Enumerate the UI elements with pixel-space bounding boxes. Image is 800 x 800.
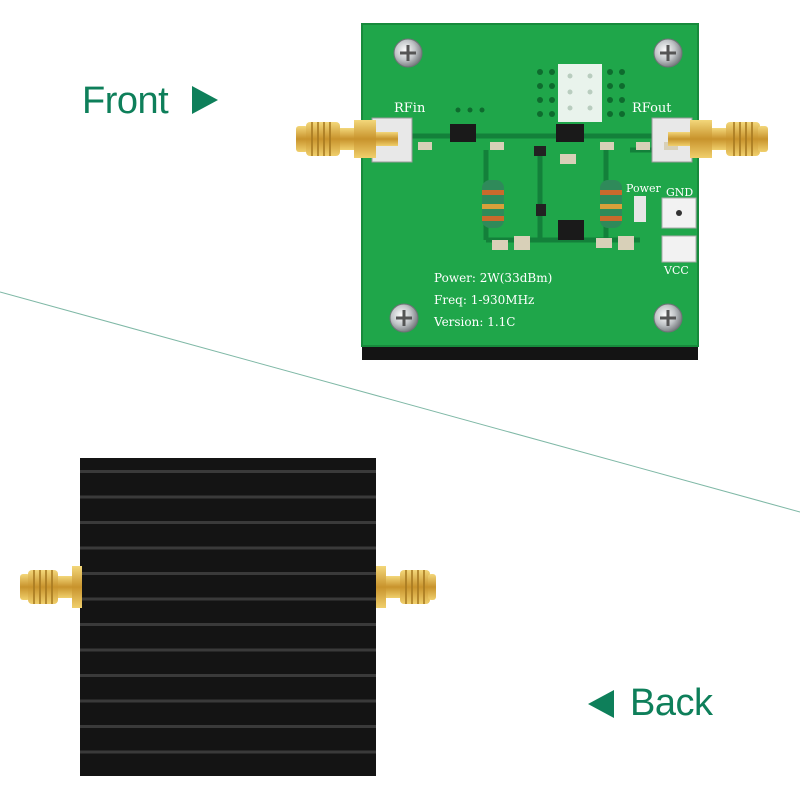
heatsink-sma-left [20, 566, 82, 608]
sma-connector-right [668, 120, 768, 158]
heatsink-fin-edge [80, 597, 376, 601]
rfin-label: RFin [394, 101, 426, 116]
vcc-label: VCC [663, 264, 689, 277]
vcc-pad [661, 235, 697, 263]
spec-power: Power: 2W(33dBm) [434, 271, 552, 285]
heatsink-sma-right [376, 566, 436, 608]
inductor-left [482, 180, 504, 228]
shield-pad [558, 64, 602, 122]
heatsink-fin-edge [80, 699, 376, 703]
chip-3 [558, 220, 584, 240]
front-label: Front [82, 80, 220, 123]
heatsink-fin-edge [80, 495, 376, 499]
heatsink-fins [80, 470, 376, 754]
gnd-label: GND [666, 186, 693, 199]
via-holes [455, 69, 625, 117]
heatsink-fin-edge [80, 725, 376, 728]
screw-icon [389, 38, 683, 333]
power-mark-label: Power [626, 182, 662, 195]
heatsink-fin-edge [80, 674, 376, 677]
heatsink-fin-edge [80, 572, 376, 575]
front-label-text: Front [82, 80, 169, 122]
heatsink-fin-edge [80, 750, 376, 754]
heatsink-fin-edge [80, 470, 376, 473]
inductor-right [600, 180, 622, 228]
chip-2 [556, 124, 584, 142]
back-label-text: Back [630, 682, 713, 724]
spec-version: Version: 1.1C [433, 315, 515, 329]
back-label: Back [588, 682, 713, 725]
heatsink-fin-edge [80, 546, 376, 550]
pcb-board [362, 24, 698, 346]
heatsink-fin-edge [80, 623, 376, 626]
arrow-left-icon [588, 690, 614, 718]
spec-freq: Freq: 1-930MHz [434, 293, 534, 307]
rfout-label: RFout [632, 101, 672, 116]
board-heatsink-edge [362, 346, 698, 360]
chip-1 [450, 124, 476, 142]
heatsink-fin-edge [80, 648, 376, 652]
heatsink-fin-edge [80, 521, 376, 524]
sma-connector-left [296, 120, 398, 158]
heatsink-body [80, 458, 376, 776]
arrow-right-icon [192, 86, 219, 114]
